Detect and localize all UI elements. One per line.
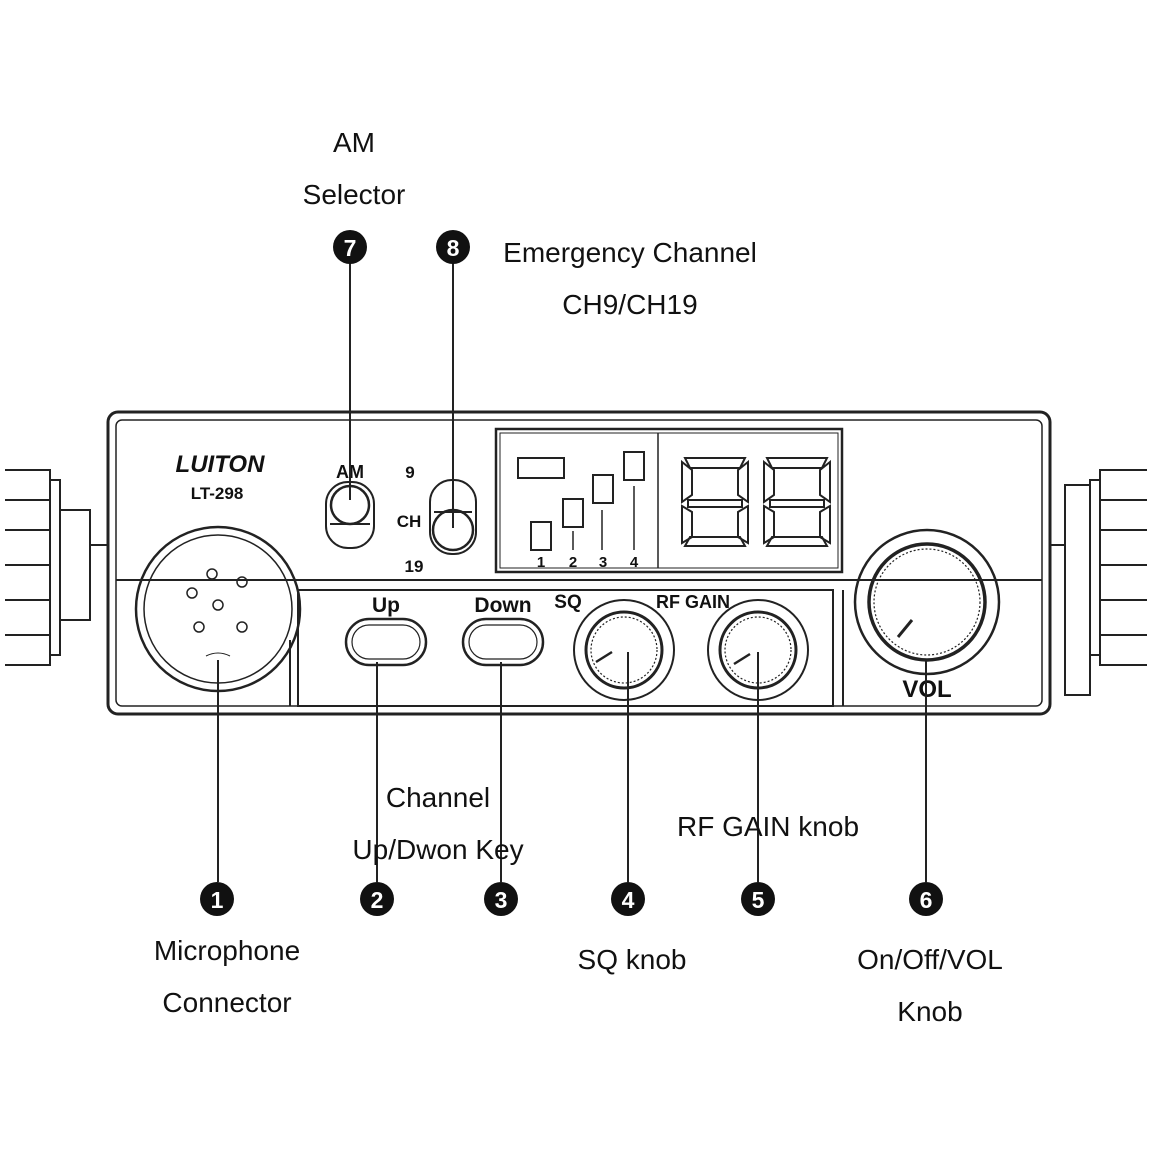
sq-knob-line-1: SQ knob	[577, 944, 687, 975]
callout-badge-6: 6	[909, 882, 943, 916]
callout-badge-1: 1	[200, 882, 234, 916]
channel-down-button[interactable]	[461, 617, 545, 667]
up-label: Up	[372, 594, 400, 617]
down-label: Down	[474, 594, 531, 617]
am-selector-line-2: Selector	[302, 179, 406, 210]
brand-logo: LUITON	[176, 451, 266, 478]
am-selector-line-1: AM	[333, 127, 375, 158]
callout-label-8: Emergency Channel CH9/CH19	[480, 227, 780, 331]
svg-text:7: 7	[344, 235, 357, 261]
radio-chassis	[106, 410, 1052, 716]
bar-label-2: 2	[569, 554, 577, 571]
microphone-connector-line-1: Microphone	[153, 935, 301, 966]
ch-bottom-label: 19	[405, 557, 424, 576]
callout-badge-5: 5	[741, 882, 775, 916]
callout-badge-2: 2	[360, 882, 394, 916]
emergency-channel-line-1: Emergency Channel	[503, 237, 757, 268]
rfgain-label: RF GAIN	[656, 592, 730, 612]
left-bracket-knob	[5, 469, 108, 666]
bar-label-4: 4	[630, 554, 639, 571]
callout-label-6: On/Off/VOL Knob	[830, 934, 1030, 1038]
volume-knob[interactable]	[853, 528, 1001, 676]
microphone-connector-line-2: Connector	[162, 987, 292, 1018]
bar-label-3: 3	[599, 554, 607, 571]
callout-badge-4: 4	[611, 882, 645, 916]
bar-label-1: 1	[537, 554, 545, 571]
svg-text:3: 3	[495, 887, 508, 913]
callout-badge-7: 7	[333, 230, 367, 264]
leader-lines	[217, 262, 927, 882]
ch-label: CH	[397, 512, 422, 531]
svg-text:1: 1	[211, 887, 224, 913]
svg-text:4: 4	[622, 887, 635, 913]
ch-top-label: 9	[405, 463, 414, 482]
vol-knob-line-1: On/Off/VOL	[857, 944, 1003, 975]
callout-label-7: AM Selector	[254, 117, 454, 221]
sq-knob[interactable]	[573, 599, 675, 701]
callout-label-5: RF GAIN knob	[658, 801, 878, 853]
callout-label-1: Microphone Connector	[127, 925, 327, 1029]
lcd-display	[494, 427, 844, 574]
callout-badge-3: 3	[484, 882, 518, 916]
right-bracket-knob	[1050, 469, 1147, 696]
svg-text:8: 8	[447, 235, 460, 261]
callout-label-4: SQ knob	[552, 934, 712, 986]
channel-up-button[interactable]	[344, 617, 428, 667]
vol-knob-line-2: Knob	[897, 996, 963, 1027]
callout-label-2-3: Channel Up/Dwon Key	[318, 772, 558, 876]
sq-label: SQ	[554, 592, 581, 613]
channel-key-line-2: Up/Dwon Key	[352, 834, 524, 865]
svg-text:2: 2	[371, 887, 384, 913]
channel-key-line-1: Channel	[385, 782, 491, 813]
svg-text:6: 6	[920, 887, 933, 913]
emergency-channel-line-2: CH9/CH19	[562, 289, 698, 320]
model-label: LT-298	[191, 484, 244, 503]
svg-text:5: 5	[752, 887, 765, 913]
callout-badge-8: 8	[436, 230, 470, 264]
rf-gain-knob-line-1: RF GAIN knob	[676, 811, 860, 842]
